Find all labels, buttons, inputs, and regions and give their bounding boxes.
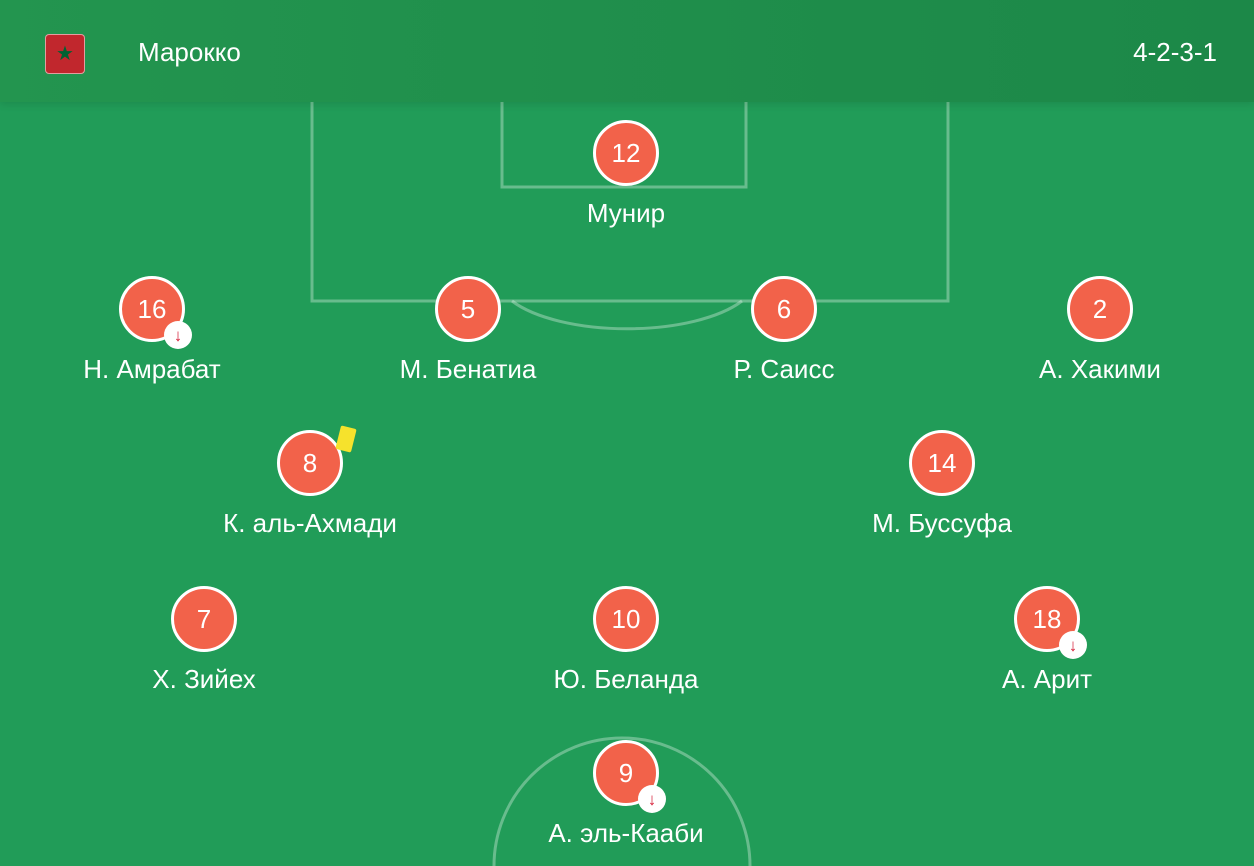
player-name: Мунир — [586, 198, 666, 228]
goal-area — [500, 102, 748, 189]
player-number: 7 — [196, 603, 212, 634]
player-number: 12 — [611, 137, 641, 168]
player-name: Х. Зийех — [152, 664, 256, 694]
player-left-back[interactable]: 16 ↓ Н. Амрабат — [22, 276, 282, 384]
player-name: А. Хакими — [1039, 354, 1161, 384]
player-name: М. Бенатиа — [399, 354, 537, 384]
sub-out-arrow-icon: ↓ — [1059, 631, 1087, 659]
player-center-back-right[interactable]: 6 Р. Саисс — [654, 276, 914, 384]
player-number-disc: 14 — [909, 430, 975, 496]
player-center-back-left[interactable]: 5 М. Бенатиа — [338, 276, 598, 384]
player-name: Р. Саисс — [733, 354, 835, 384]
player-number-disc: 12 — [593, 120, 659, 186]
player-goalkeeper[interactable]: 12 Мунир — [496, 120, 756, 228]
player-number-disc: 8 — [277, 425, 357, 496]
team-name: Марокко — [138, 37, 241, 67]
player-number-disc: 6 — [751, 276, 817, 342]
player-name: Ю. Беланда — [553, 664, 699, 694]
player-right-back[interactable]: 2 А. Хакими — [970, 276, 1230, 384]
player-name: А. эль-Кааби — [548, 818, 704, 848]
player-number-disc: 2 — [1067, 276, 1133, 342]
team-header: ★ Марокко 4-2-3-1 — [0, 0, 1254, 102]
morocco-flag-icon: ★ — [45, 34, 85, 74]
player-defensive-mid-right[interactable]: 14 М. Буссуфа — [812, 430, 1072, 538]
player-number: 2 — [1092, 293, 1108, 324]
player-number: 16 — [137, 293, 167, 324]
player-number: 18 — [1032, 603, 1062, 634]
player-number: 5 — [460, 293, 476, 324]
player-number-disc: 10 — [593, 586, 659, 652]
player-number: 6 — [776, 293, 792, 324]
center-circle — [492, 736, 752, 866]
player-number: 10 — [611, 603, 641, 634]
yellow-card-icon — [335, 425, 357, 453]
player-number-disc: 9 ↓ — [593, 740, 666, 813]
formation: 4-2-3-1 — [1133, 37, 1217, 67]
player-name: Н. Амрабат — [83, 354, 221, 384]
player-attacking-mid[interactable]: 10 Ю. Беланда — [496, 586, 756, 694]
player-number-disc: 18 ↓ — [1014, 586, 1087, 659]
player-striker[interactable]: 9 ↓ А. эль-Кааби — [496, 740, 756, 848]
player-number: 14 — [927, 447, 957, 478]
player-number-disc: 16 ↓ — [119, 276, 192, 349]
player-left-wing[interactable]: 7 Х. Зийех — [74, 586, 334, 694]
sub-out-arrow-icon: ↓ — [638, 785, 666, 813]
player-name: М. Буссуфа — [872, 508, 1012, 538]
player-number-disc: 7 — [171, 586, 237, 652]
player-name: А. Арит — [1001, 664, 1093, 694]
penalty-area — [310, 102, 950, 303]
player-number-disc: 5 — [435, 276, 501, 342]
penalty-arc — [511, 299, 743, 331]
player-name: К. аль-Ахмади — [223, 508, 397, 538]
player-number: 9 — [618, 757, 634, 788]
star-icon: ★ — [56, 43, 74, 65]
player-right-wing[interactable]: 18 ↓ А. Арит — [917, 586, 1177, 694]
sub-out-arrow-icon: ↓ — [164, 321, 192, 349]
player-number: 8 — [302, 447, 318, 478]
player-defensive-mid-left[interactable]: 8 К. аль-Ахмади — [180, 425, 440, 538]
